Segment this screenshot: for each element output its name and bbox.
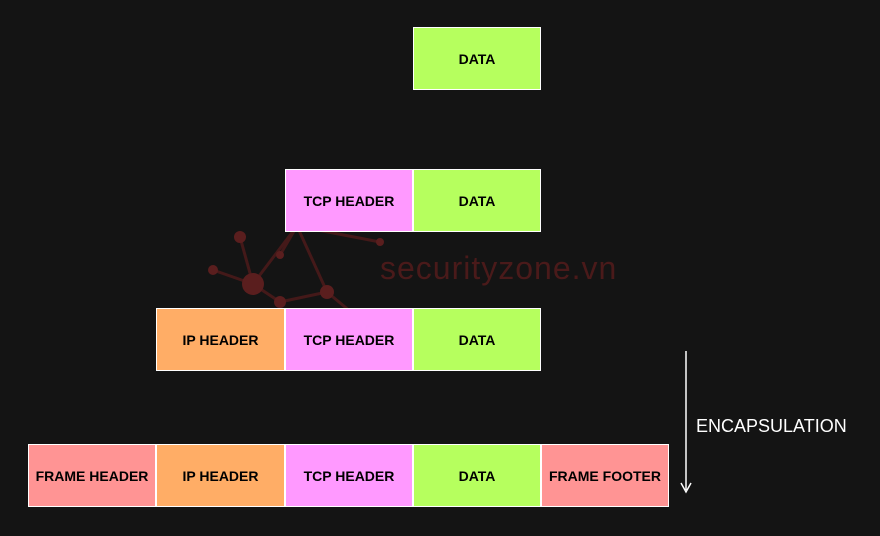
data-cell: DATA <box>413 308 541 371</box>
frame-footer-cell: FRAME FOOTER <box>541 444 669 507</box>
encapsulation-label: ENCAPSULATION <box>696 416 847 436</box>
frame-header-cell: FRAME HEADER <box>28 444 156 507</box>
data-cell: DATA <box>413 169 541 232</box>
data-cell: DATA <box>413 444 541 507</box>
ip-header-cell: IP HEADER <box>156 308 285 371</box>
tcp-header-cell: TCP HEADER <box>285 308 413 371</box>
tcp-header-cell: TCP HEADER <box>285 444 413 507</box>
watermark-text: securityzone.vn <box>380 250 618 286</box>
ip-header-cell: IP HEADER <box>156 444 285 507</box>
data-cell: DATA <box>413 27 541 90</box>
tcp-header-cell: TCP HEADER <box>285 169 413 232</box>
